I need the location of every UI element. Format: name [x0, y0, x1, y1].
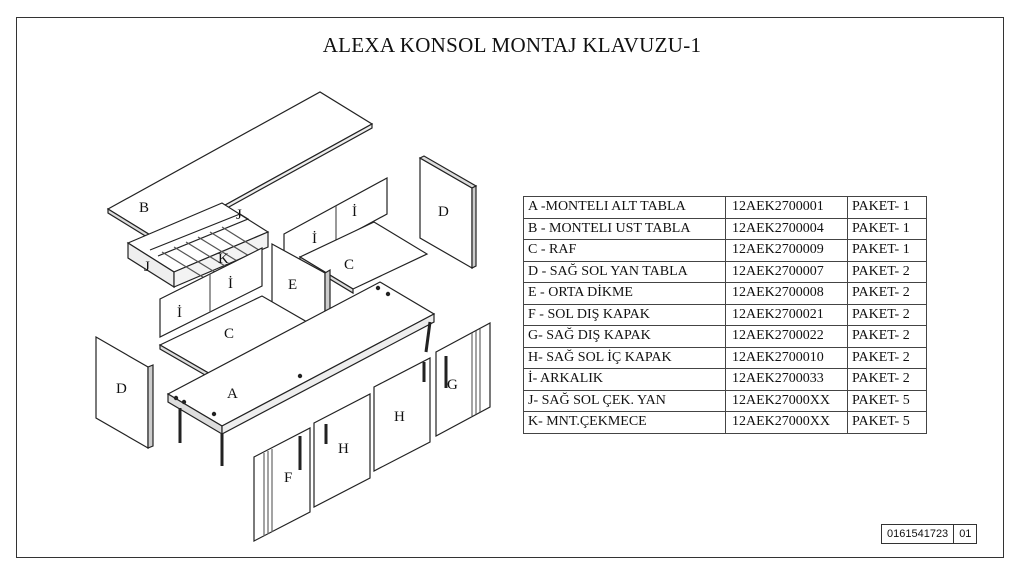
package-cell: PAKET- 2: [847, 282, 927, 305]
part-code-cell: 12AEK2700033: [725, 368, 848, 391]
label-a: A: [227, 386, 238, 402]
drawing-frame: [16, 17, 1004, 558]
label-c-lower: C: [224, 326, 234, 342]
part-name-cell: İ- ARKALIK: [523, 368, 726, 391]
package-cell: PAKET- 1: [847, 217, 927, 240]
label-i-4: İ: [177, 305, 182, 321]
part-name-cell: A -MONTELI ALT TABLA: [523, 196, 726, 219]
label-j-bottom: J: [144, 259, 150, 275]
label-c-upper: C: [344, 257, 354, 273]
part-code-cell: 12AEK2700022: [725, 325, 848, 348]
package-cell: PAKET- 1: [847, 196, 927, 219]
part-name-cell: J- SAĞ SOL ÇEK. YAN: [523, 389, 726, 412]
label-e: E: [288, 277, 297, 293]
label-d-right: D: [438, 204, 449, 220]
part-name-cell: B - MONTELI UST TABLA: [523, 217, 726, 240]
part-code-cell: 12AEK2700010: [725, 346, 848, 369]
package-cell: PAKET- 1: [847, 239, 927, 262]
part-name-cell: F - SOL DIŞ KAPAK: [523, 303, 726, 326]
package-cell: PAKET- 5: [847, 411, 927, 434]
drawer-jk: [126, 202, 270, 289]
label-f: F: [284, 470, 292, 486]
part-name-cell: G- SAĞ DIŞ KAPAK: [523, 325, 726, 348]
label-g: G: [447, 377, 458, 393]
part-name-cell: C - RAF: [523, 239, 726, 262]
label-i-3: İ: [228, 276, 233, 292]
label-k: K: [218, 251, 229, 267]
door-f: [253, 427, 311, 542]
label-j-top: J: [236, 207, 242, 223]
part-code-cell: 12AEK2700007: [725, 260, 848, 283]
side-panel-d-left: [95, 335, 154, 450]
label-h-left: H: [338, 441, 349, 457]
part-code-cell: 12AEK2700004: [725, 217, 848, 240]
part-code-cell: 12AEK27000XX: [725, 411, 848, 434]
part-code-cell: 12AEK27000XX: [725, 389, 848, 412]
document-number: 0161541723: [880, 524, 955, 544]
base-panel-a: [166, 281, 436, 466]
label-i-1: İ: [312, 231, 317, 247]
part-name-cell: E - ORTA DİKME: [523, 282, 726, 305]
door-h-left: [313, 393, 371, 508]
back-panel-lower: [159, 247, 263, 338]
side-panel-d-right: [418, 155, 478, 270]
label-h-right: H: [394, 409, 405, 425]
package-cell: PAKET- 5: [847, 389, 927, 412]
package-cell: PAKET- 2: [847, 303, 927, 326]
package-cell: PAKET- 2: [847, 260, 927, 283]
package-cell: PAKET- 2: [847, 368, 927, 391]
package-cell: PAKET- 2: [847, 325, 927, 348]
part-code-cell: 12AEK2700001: [725, 196, 848, 219]
door-g: [435, 321, 491, 438]
page-title: ALEXA KONSOL MONTAJ KLAVUZU-1: [322, 33, 702, 57]
part-code-cell: 12AEK2700008: [725, 282, 848, 305]
part-name-cell: H- SAĞ SOL İÇ KAPAK: [523, 346, 726, 369]
part-name-cell: D - SAĞ SOL YAN TABLA: [523, 260, 726, 283]
package-cell: PAKET- 2: [847, 346, 927, 369]
part-name-cell: K- MNT.ÇEKMECE: [523, 411, 726, 434]
document-number-box: 0161541723 01: [880, 524, 978, 544]
door-h-right: [373, 357, 431, 472]
part-code-cell: 12AEK2700009: [725, 239, 848, 262]
label-b: B: [139, 200, 149, 216]
part-code-cell: 12AEK2700021: [725, 303, 848, 326]
revision-number: 01: [953, 524, 978, 544]
label-i-2: İ: [352, 204, 357, 220]
label-d-left: D: [116, 381, 127, 397]
